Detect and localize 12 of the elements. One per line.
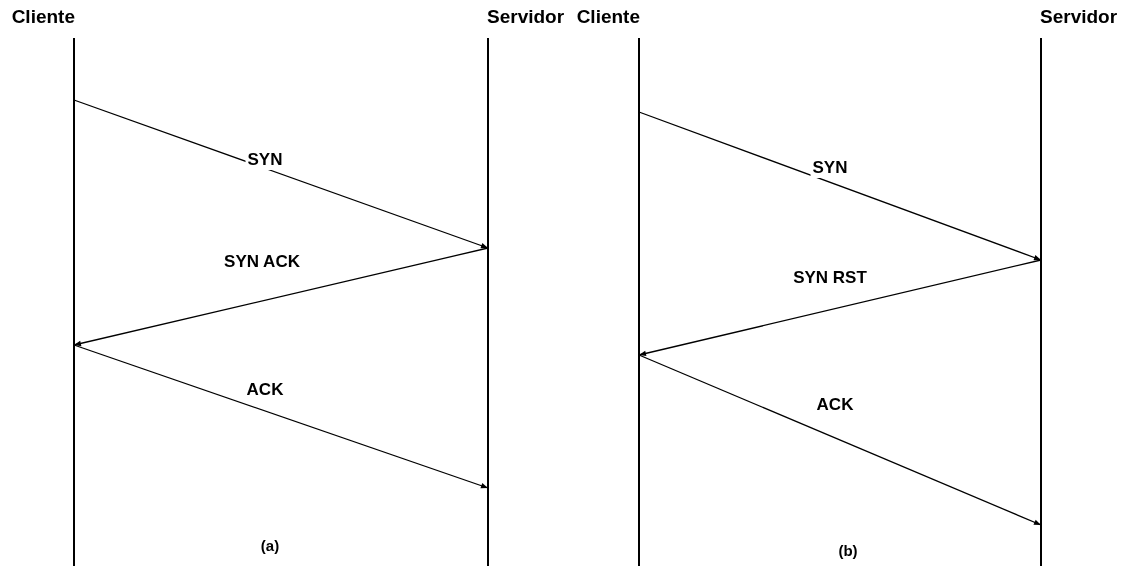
message-arrow bbox=[73, 99, 489, 249]
participant-label: Cliente bbox=[576, 6, 640, 28]
message-arrow bbox=[638, 354, 1042, 526]
edge-label: SYN bbox=[810, 158, 850, 178]
participant-label: Cliente bbox=[11, 6, 75, 28]
message-arrow bbox=[638, 111, 1042, 261]
participant-label: Servidor bbox=[1040, 6, 1118, 28]
participant-label: Servidor bbox=[487, 6, 565, 28]
message-arrow bbox=[73, 344, 489, 489]
message-arrow bbox=[638, 259, 1042, 357]
message-arrow bbox=[73, 247, 489, 347]
edge-label: SYN bbox=[245, 150, 285, 170]
